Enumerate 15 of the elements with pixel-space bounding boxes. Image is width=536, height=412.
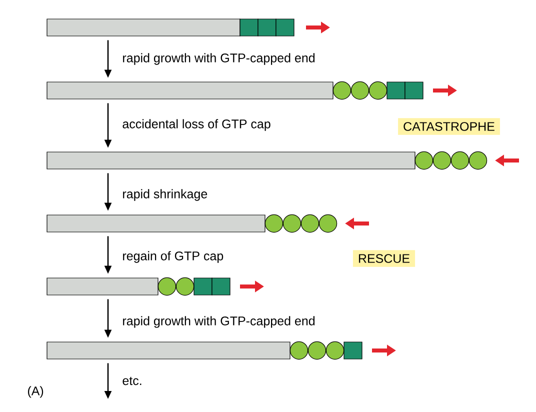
edge-label: rapid growth with GTP-capped end <box>123 316 315 328</box>
edge-label: accidental loss of GTP cap <box>122 119 270 131</box>
edge-label: regain of GTP cap <box>123 251 224 263</box>
microtubule-bar <box>46 277 230 296</box>
highlight-label: CATASTROPHE <box>398 118 500 135</box>
microtubule-bar <box>46 214 338 233</box>
edge-label: etc. <box>122 376 142 386</box>
microtubule-bar <box>46 81 424 100</box>
microtubule-bar <box>46 151 488 170</box>
edge-label: rapid shrinkage <box>123 189 208 201</box>
microtubule-bar <box>46 341 362 360</box>
highlight-label: RESCUE <box>352 250 416 267</box>
panel-label: (A) <box>28 386 44 398</box>
edge-label: rapid growth with GTP-capped end <box>123 53 315 65</box>
microtubule-bar <box>46 18 294 36</box>
